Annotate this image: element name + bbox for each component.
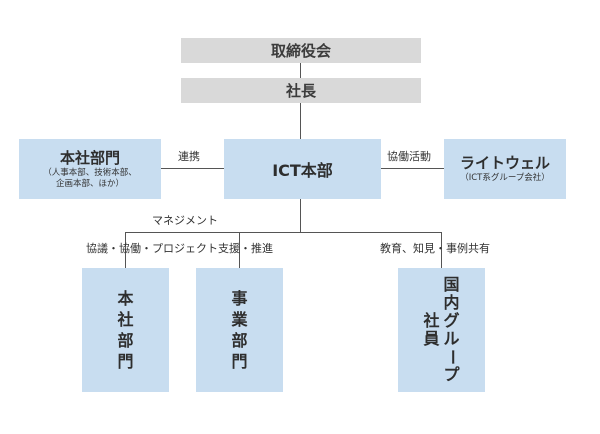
label-kyodo: 協働活動 [387,150,431,163]
bottom-biz-char: 部 [231,331,248,350]
label-left-branch: 協議・協働・プロジェクト支援・推進 [86,242,273,255]
connector-ict-down [300,199,301,233]
hq-title: 本社部門 [59,148,120,167]
bottom-hq-char: 門 [117,352,134,371]
group-char: ー [442,348,462,366]
board-box: 取締役会 [181,38,421,63]
ict-label: ICT本部 [272,161,333,180]
bottom-biz-char: 門 [231,352,248,371]
litewell-sub: （ICT系グループ会社） [460,173,550,183]
hq-sub-1: （人事本部、技術本部、 [43,167,137,178]
board-label: 取締役会 [270,42,331,60]
president-box: 社長 [181,78,421,103]
hq-sub-2: 企画本部、ほか） [55,178,124,189]
bottom-biz-char: 事 [231,289,248,308]
president-label: 社長 [285,82,316,100]
connector-drop-group [441,232,442,268]
label-right-branch: 教育、知見・事例共有 [380,242,490,255]
hq-box: 本社部門 （人事本部、技術本部、 企画本部、ほか） [19,139,161,199]
litewell-box: ライトウェル （ICT系グループ会社） [444,139,566,199]
group-char: 国 [443,275,460,294]
bottom-biz-box: 事 業 部 門 [196,268,283,392]
bottom-hq-box: 本 社 部 門 [82,268,169,392]
bottom-group-box: 国 内 グ ル ー プ 社 員 [398,268,485,392]
label-renkei: 連携 [178,150,200,163]
bottom-hq-char: 本 [117,289,134,308]
group-char: 内 [443,293,460,312]
group-char: 社 [423,311,440,330]
group-char: プ [443,365,460,384]
litewell-title: ライトウェル [459,154,550,172]
connector-hq-ict [161,168,224,169]
ict-box: ICT本部 [224,139,381,199]
connector-ict-lite [381,168,444,169]
bottom-hq-char: 社 [117,310,134,329]
connector-board-president [300,63,301,78]
group-column-1: 国 内 グ ル ー プ [442,275,462,384]
bottom-hq-char: 部 [117,331,134,350]
group-char: グ [443,311,460,330]
bottom-biz-char: 業 [231,310,248,329]
connector-drop-biz [239,232,240,268]
connector-drop-hq [125,232,126,268]
connector-president-ict [300,103,301,139]
group-char: ル [443,329,460,348]
label-management: マネジメント [152,214,218,227]
group-char: 員 [423,329,440,348]
group-column-2: 社 員 [423,276,439,348]
connector-horizontal-bus [125,232,441,233]
